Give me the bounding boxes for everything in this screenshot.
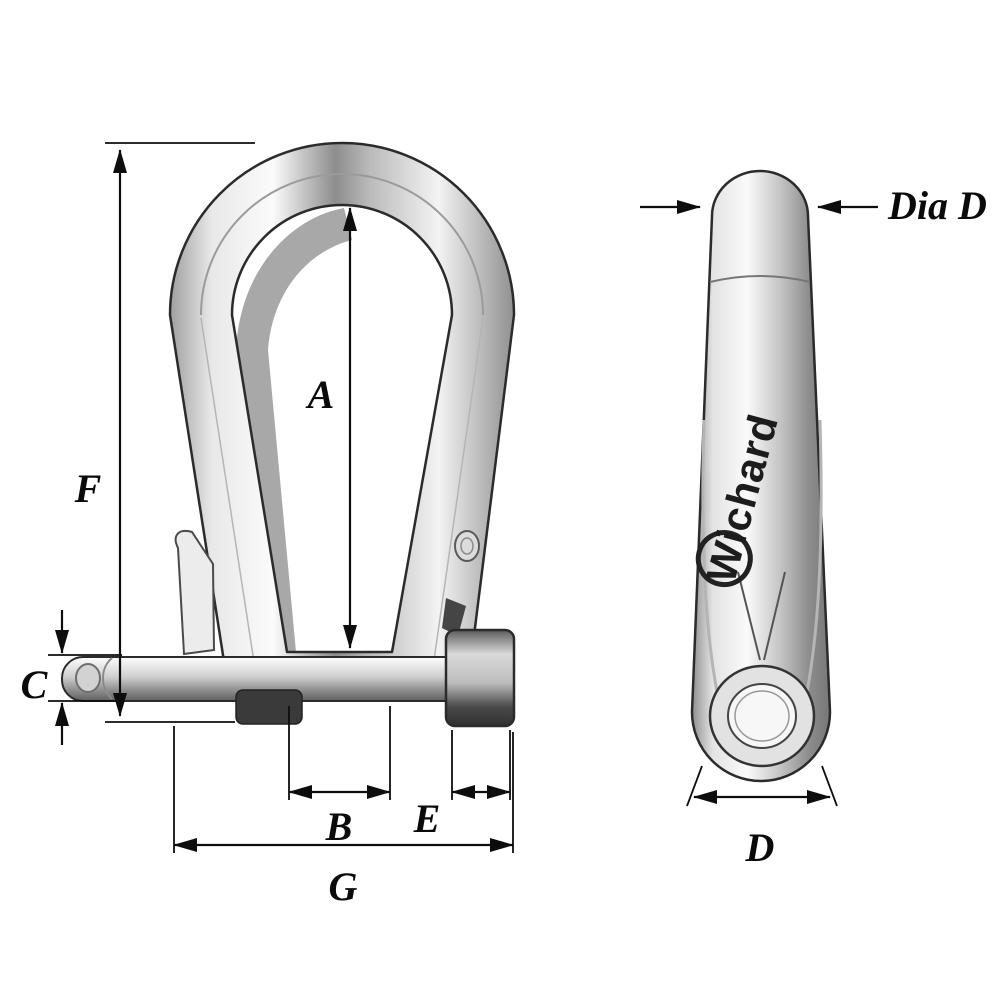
side-seam-line [709,275,811,283]
dimension-a: A [305,207,357,649]
dimension-label-g: G [329,864,358,909]
dimension-c: C [21,610,122,745]
dimension-label-a: A [305,372,335,417]
key-pin-tab [174,530,216,656]
pin-hole-inner-ring [727,683,797,749]
pin-end-dimple [75,663,101,693]
dimension-label-dia-d: Dia D [887,183,987,228]
extension-line [821,765,838,807]
dimension-f: F [74,142,255,723]
inner-shadow [236,208,352,652]
dimension-label-e: E [413,796,441,841]
pin-cap-line [102,657,113,700]
right-leg-reflection [429,317,484,689]
dimension-dia-d: Dia D [640,183,987,228]
left-leg-reflection [200,317,259,689]
pin-head-block [444,628,516,728]
extension-line [686,765,703,807]
pin-hole-bore [734,690,790,742]
screw-head-inner [460,537,474,555]
dimension-label-c: C [21,662,49,707]
dimension-label-f: F [74,466,102,511]
brand-logo-circle [695,530,753,588]
left-foot [235,689,303,725]
screw-head [454,530,480,562]
bow-reflection-line [200,173,484,316]
right-leg-notch [442,598,466,636]
shackle-front-view [61,141,516,728]
dimension-label-d: D [745,825,775,870]
shackle-bow [168,141,516,702]
side-profile-body [690,169,832,783]
fork-lines [737,571,786,661]
dimension-b: B [288,706,391,849]
dimension-d: D [686,765,838,870]
dimension-e: E [413,730,511,841]
dimension-label-b: B [325,804,353,849]
shackle-side-view: Wichard [690,169,832,783]
dimension-g: G [173,726,514,909]
